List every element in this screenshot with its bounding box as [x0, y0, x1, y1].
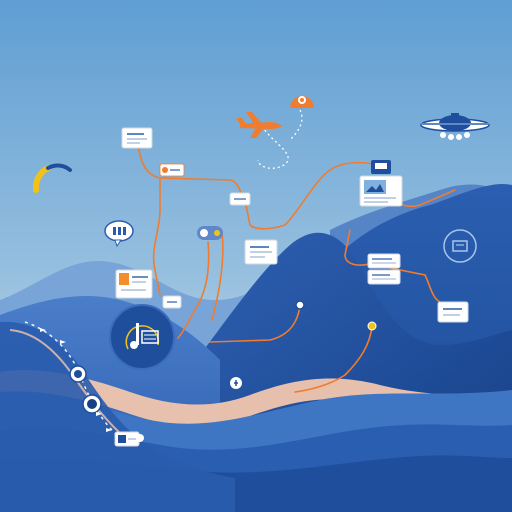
info-card-5 — [437, 301, 469, 323]
flight-dashed-path-2 — [289, 109, 303, 141]
map-marker-icon — [295, 300, 305, 310]
route-chip-2 — [229, 192, 251, 206]
orange-card — [115, 269, 153, 299]
route-chip-1 — [159, 163, 185, 177]
waypoint-marker-1 — [69, 365, 87, 383]
inbox-icon — [371, 160, 391, 174]
location-tag — [197, 226, 223, 240]
airship-icon — [420, 113, 490, 140]
flight-dashed-path — [257, 125, 289, 169]
info-card-4 — [367, 269, 401, 285]
image-card — [359, 175, 403, 207]
location-pin-icon — [290, 96, 314, 108]
route-chip-3 — [162, 295, 182, 309]
crescent-icon — [32, 163, 72, 193]
music-note-icon — [109, 304, 175, 370]
waypoint-marker-3 — [136, 434, 144, 442]
circle-badge-icon — [443, 229, 477, 263]
arrow-markers — [40, 328, 112, 432]
info-card-2 — [244, 239, 278, 265]
waypoint-marker-2 — [82, 394, 102, 414]
speech-bubble-icon — [104, 220, 134, 248]
map-marker-3 — [230, 377, 242, 389]
left-swoosh — [0, 321, 235, 512]
info-card-1 — [121, 127, 153, 149]
sand-wave — [0, 370, 512, 426]
waypoint-card — [114, 431, 140, 447]
info-card-3 — [367, 253, 401, 269]
map-marker-dot-2 — [367, 321, 377, 331]
airplane-icon — [236, 112, 282, 138]
